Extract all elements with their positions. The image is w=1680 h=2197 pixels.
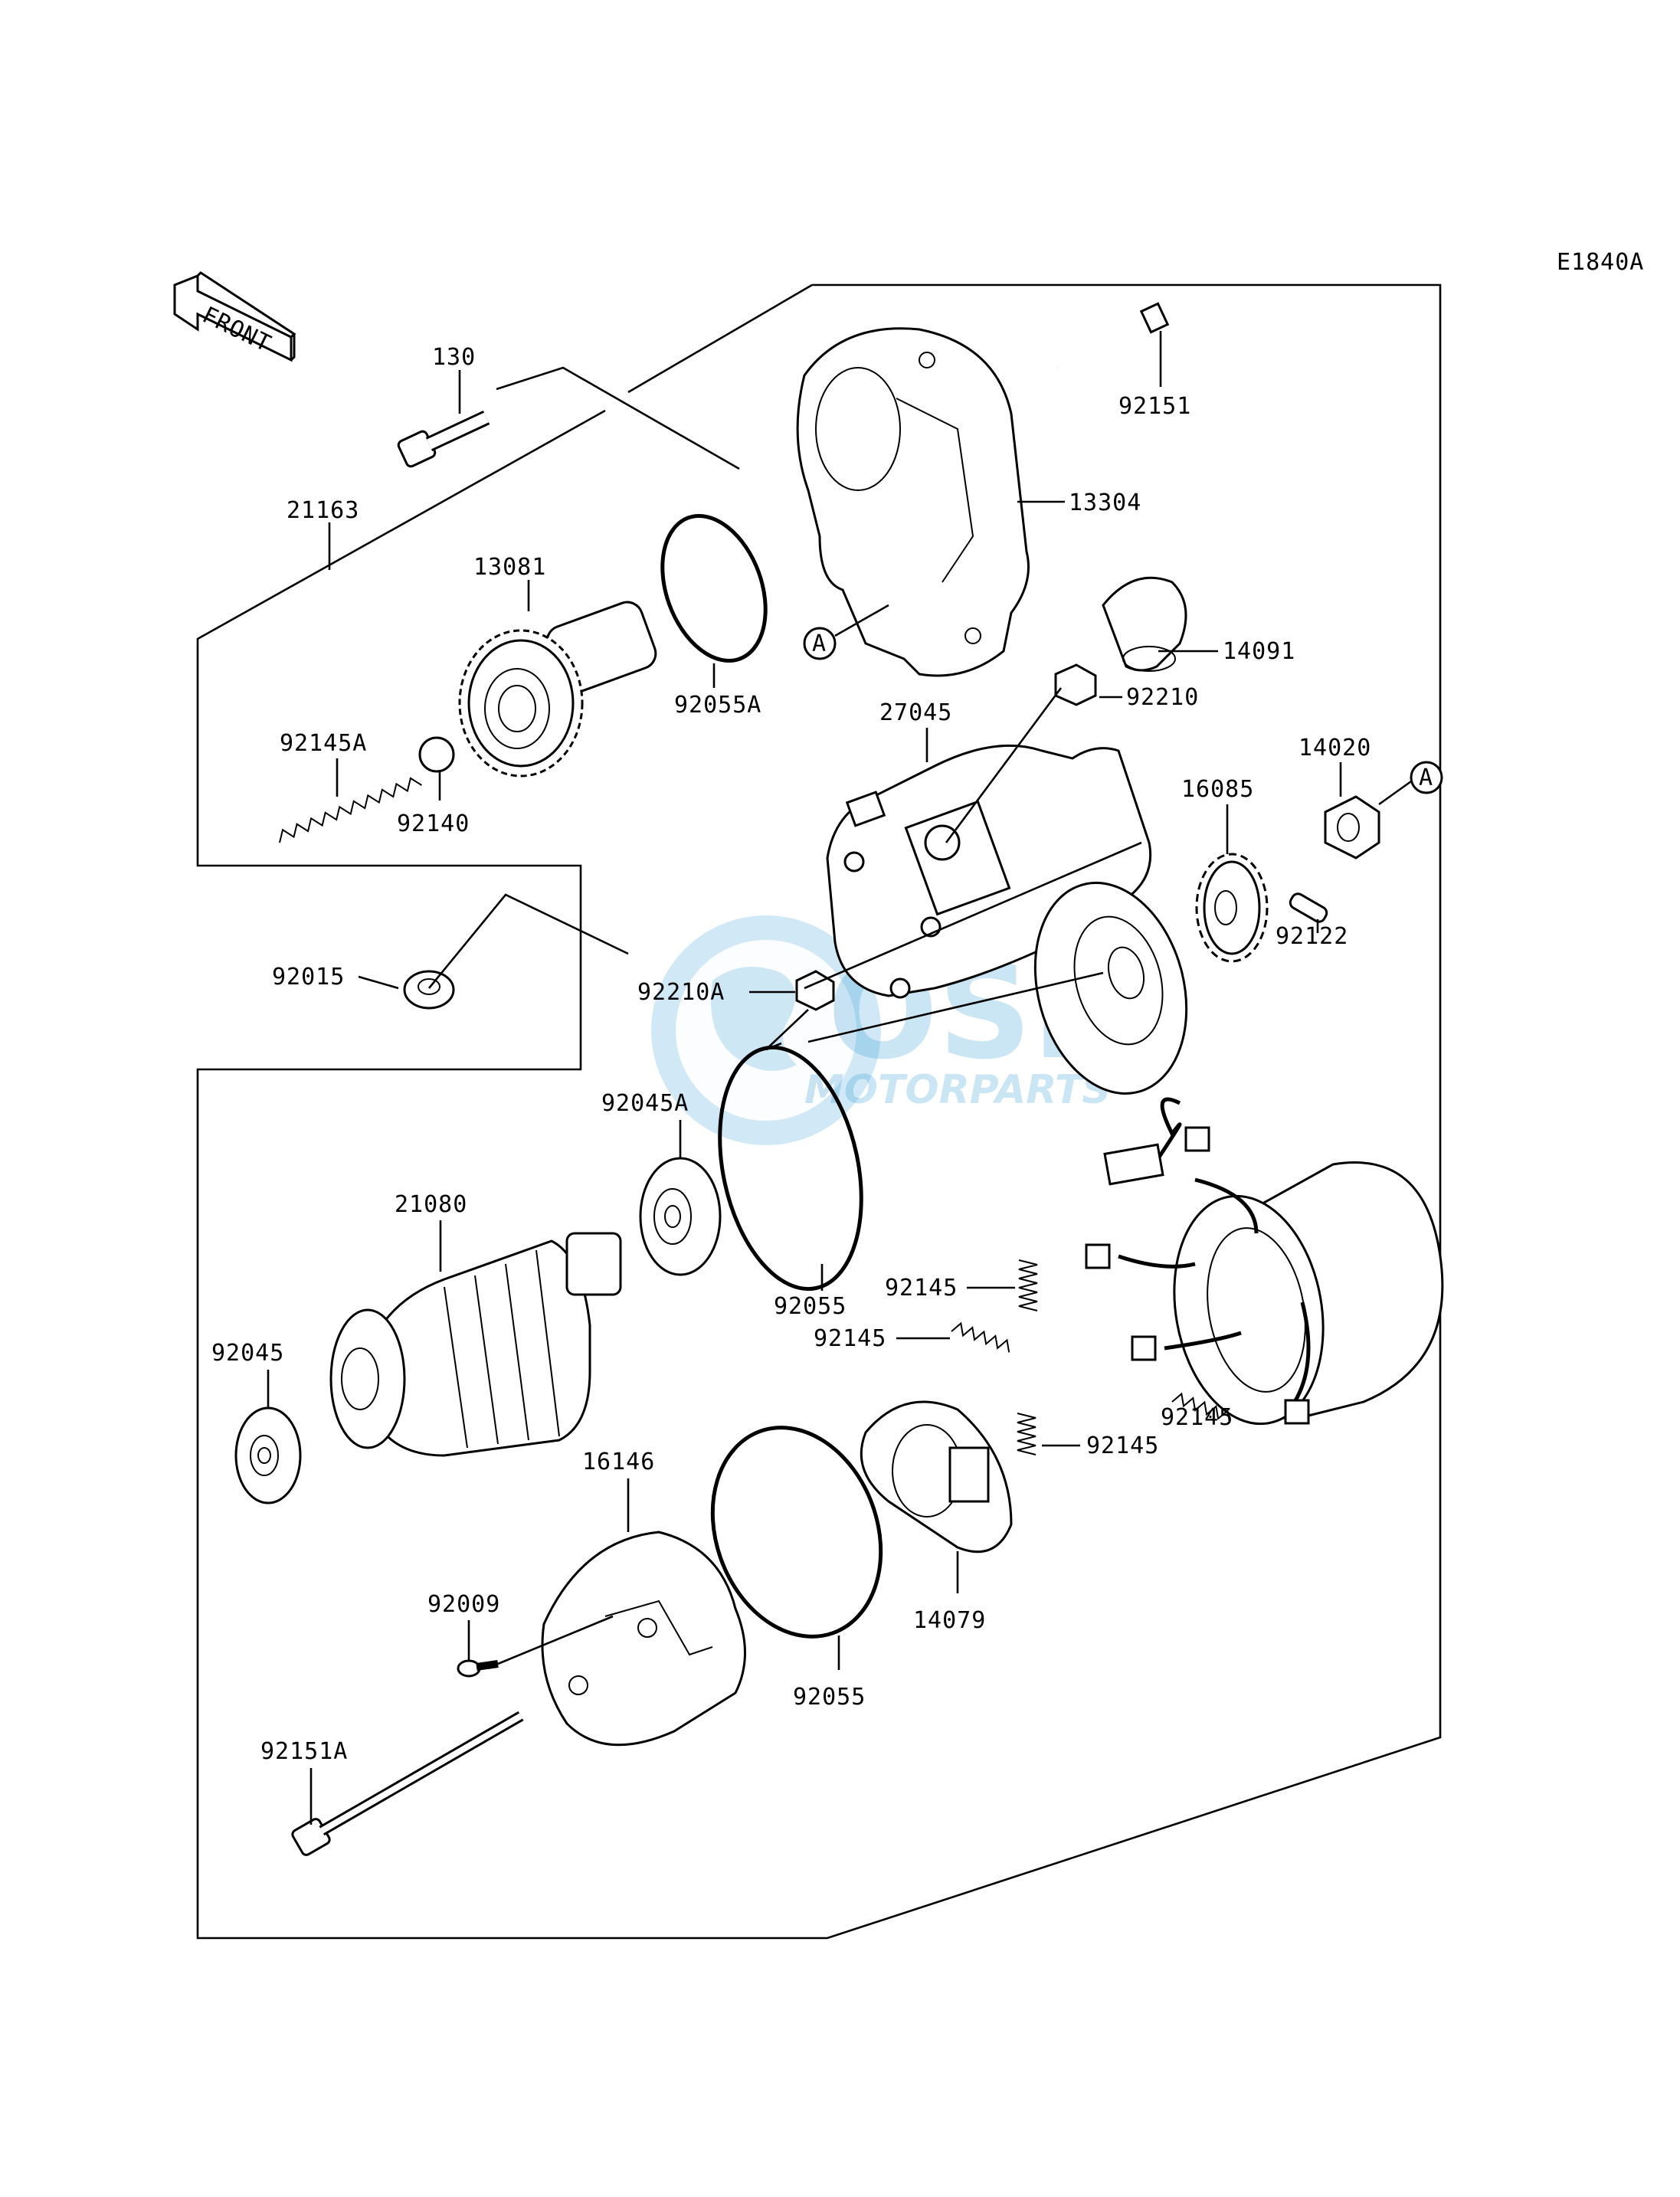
bolt-130 [397, 410, 490, 468]
bearing-92045 [234, 1406, 302, 1505]
spring-92145-b [951, 1321, 1010, 1353]
label-92151A: 92151A [260, 1738, 348, 1765]
pin-92122 [1289, 892, 1328, 923]
spring-92145-d [1017, 1413, 1036, 1455]
label-92055-upper: 92055 [774, 1293, 847, 1320]
watermark-text: MOTORPARTS [804, 1067, 1111, 1113]
diagram-code: E1840A [1557, 249, 1644, 276]
label-14091: 14091 [1223, 638, 1295, 665]
bolt-92151A [291, 1711, 524, 1856]
drive-end-cover [1033, 882, 1188, 1095]
yoke-field-coil [1085, 1097, 1444, 1426]
clutch-13081 [458, 601, 657, 778]
label-92145-d: 92145 [1086, 1432, 1159, 1459]
label-21080: 21080 [395, 1191, 467, 1218]
nut-92210 [1054, 663, 1097, 706]
ref-marker-a-left: A [803, 604, 889, 660]
label-92151: 92151 [1118, 393, 1191, 420]
cap-14091 [1102, 576, 1187, 672]
label-92015: 92015 [272, 964, 345, 990]
label-92145A: 92145A [280, 730, 367, 757]
bolt-92151 [1055, 302, 1170, 372]
label-14020: 14020 [1298, 735, 1371, 761]
nut-92210A [795, 970, 835, 1011]
label-92045: 92045 [211, 1340, 284, 1367]
armature-21080 [329, 1232, 622, 1457]
clutch-14020 [1324, 795, 1380, 859]
end-cover-16146 [541, 1531, 746, 1747]
label-16146: 16146 [582, 1449, 655, 1475]
label-27045: 27045 [879, 699, 952, 726]
washer-92015 [403, 970, 455, 1010]
label-13081: 13081 [473, 554, 546, 581]
o-ring-92055A [660, 514, 768, 663]
screw-92009 [457, 1659, 499, 1678]
label-92055-lower: 92055 [793, 1684, 866, 1711]
ball-92140 [418, 736, 455, 773]
spring-92145-a [1018, 1259, 1038, 1311]
label-16085: 16085 [1181, 776, 1254, 803]
spring-92145A [279, 777, 422, 843]
label-14079: 14079 [913, 1607, 986, 1634]
label-92145-a: 92145 [885, 1275, 958, 1302]
svg-text:A: A [812, 630, 827, 657]
front-arrow-icon: FRONT [173, 271, 296, 362]
label-130: 130 [432, 344, 476, 371]
label-92210A: 92210A [637, 979, 725, 1006]
label-92009: 92009 [427, 1591, 500, 1618]
leader-lines [267, 331, 1342, 1825]
gear-16085 [1195, 853, 1269, 963]
label-21163: 21163 [287, 497, 359, 524]
brush-holder-14079 [860, 1400, 1013, 1554]
part-labels: 130 92151 13304 21163 13081 92055A 14091… [211, 344, 1371, 1765]
label-92055A: 92055A [674, 692, 761, 719]
spring-92145-c [1171, 1392, 1231, 1423]
o-ring-92055-upper [718, 1045, 863, 1292]
label-92145-b: 92145 [814, 1325, 886, 1352]
bearing-92045A [639, 1157, 722, 1276]
o-ring-92055-lower [710, 1426, 883, 1639]
label-13304: 13304 [1069, 489, 1141, 516]
label-92122: 92122 [1276, 923, 1348, 950]
svg-text:A: A [1419, 765, 1433, 791]
label-92145-c: 92145 [1161, 1404, 1233, 1431]
ref-marker-a-right: A [1378, 761, 1443, 806]
label-92045A: 92045A [601, 1090, 689, 1117]
pinion-housing-13304 [796, 327, 1030, 677]
label-92210: 92210 [1126, 684, 1199, 711]
label-92140: 92140 [397, 810, 470, 837]
